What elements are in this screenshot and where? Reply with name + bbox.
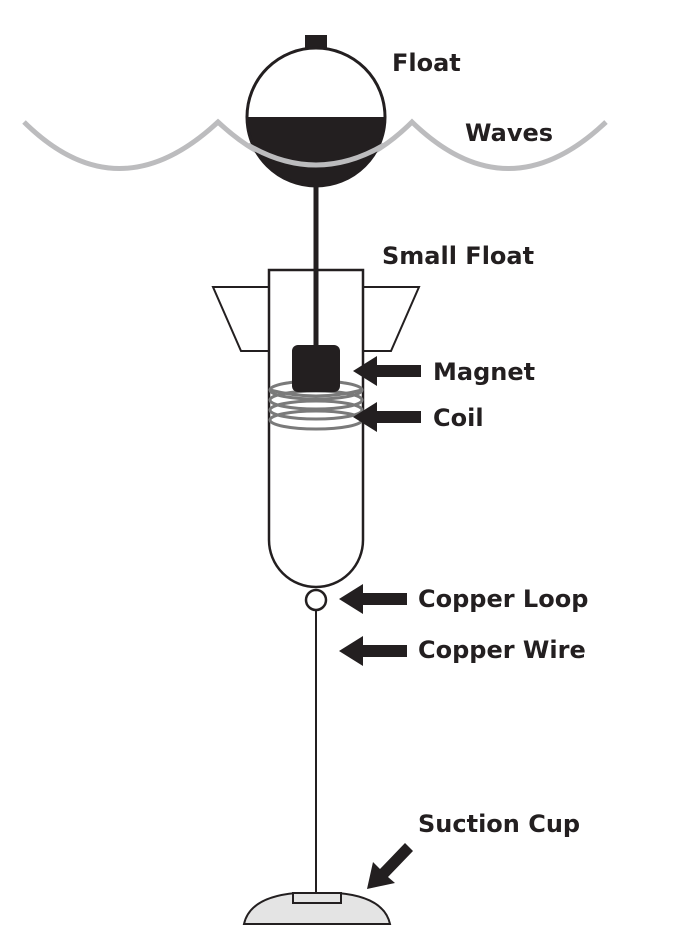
label-waves: Waves [465, 119, 553, 147]
label-coil: Coil [433, 404, 484, 432]
label-small-float: Small Float [382, 242, 534, 270]
arrow-copper-loop-icon [339, 584, 407, 614]
label-copper-loop: Copper Loop [418, 585, 588, 613]
label-float: Float [392, 49, 461, 77]
small-float-tube [267, 268, 365, 589]
small-float-wing-right [362, 286, 421, 352]
suction-cup [242, 892, 392, 925]
label-magnet: Magnet [433, 358, 535, 386]
arrow-copper-wire-icon [339, 636, 407, 666]
label-copper-wire: Copper Wire [418, 636, 586, 664]
copper-loop [304, 588, 328, 612]
small-float-wing-left [211, 286, 270, 352]
arrow-magnet-icon [353, 356, 421, 386]
arrow-suction-cup-icon [367, 843, 413, 889]
arrow-coil-icon [353, 402, 421, 432]
magnet [292, 345, 340, 392]
float [245, 35, 387, 188]
label-suction-cup: Suction Cup [418, 810, 580, 838]
